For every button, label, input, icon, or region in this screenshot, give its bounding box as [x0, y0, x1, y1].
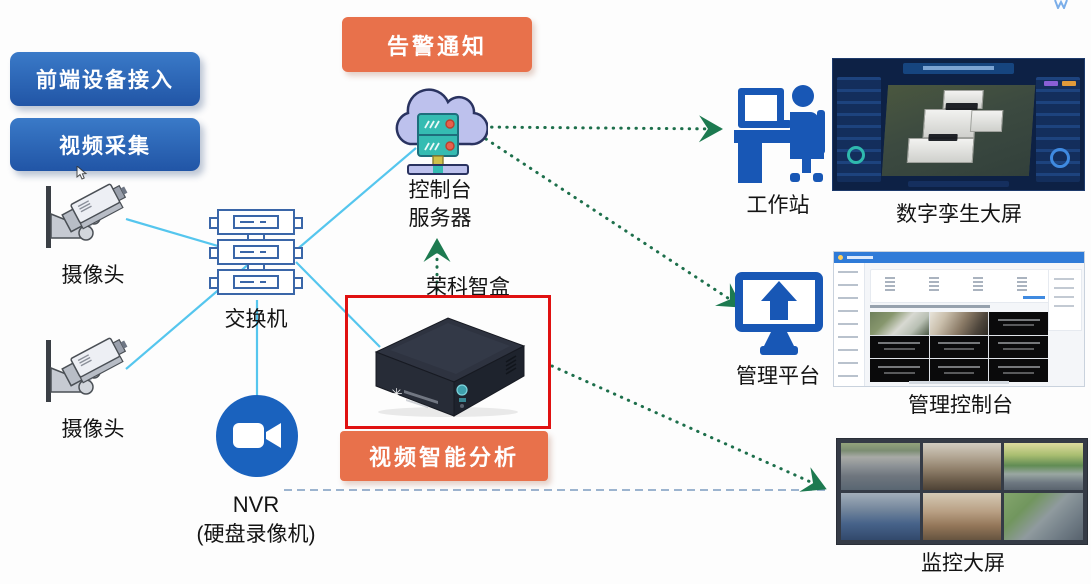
camera2-label: 摄像头 — [61, 418, 125, 441]
wall-tile — [841, 493, 920, 540]
digital-twin-left-panel — [837, 77, 881, 182]
video-tile — [989, 335, 1048, 359]
right-gauge-ring — [1050, 148, 1070, 168]
digital-twin-ground — [881, 85, 1036, 176]
digital-twin-bottom-nav — [908, 181, 1009, 187]
wall-tile — [1004, 443, 1083, 490]
smart-box-highlight-frame — [345, 295, 551, 429]
wall-tile — [922, 493, 1002, 540]
camera1-label: 摄像头 — [61, 264, 125, 287]
mgmt-platform-label: 管理平台 — [736, 365, 820, 388]
console-right-panel — [1048, 269, 1082, 331]
alarm-badge: 告警通知 — [342, 17, 532, 72]
smart-box-label: 荣科智盒 — [426, 276, 510, 299]
panel-accent-orange — [1062, 81, 1076, 86]
console-footer — [909, 381, 1009, 384]
console-server-label: 控制台 服务器 — [408, 179, 472, 231]
console-server-icon — [395, 88, 488, 175]
video-tile — [929, 312, 989, 335]
monitor-wall-screen — [836, 438, 1088, 545]
green-dotted-arrows — [423, 115, 827, 492]
monitor-wall-label: 监控大屏 — [921, 552, 1005, 575]
wall-tile — [922, 443, 1002, 490]
video-tile — [870, 312, 929, 335]
console-topbar — [834, 252, 1084, 263]
digital-twin-label: 数字孪生大屏 — [896, 203, 1022, 226]
digital-twin-titlebar — [903, 63, 1014, 74]
console-more-link — [1023, 296, 1045, 299]
banner-video-capture: 视频采集 — [10, 118, 200, 171]
console-video-grid — [870, 312, 1048, 382]
smart-box-device: ✳ — [374, 317, 526, 417]
analysis-badge: 视频智能分析 — [340, 431, 548, 481]
video-tile — [989, 359, 1048, 382]
video-tile — [929, 335, 989, 359]
mgmt-console-screen — [833, 251, 1085, 387]
video-tile — [870, 335, 929, 359]
console-sidebar — [834, 263, 865, 386]
nvr-sublabel: (硬盘录像机) — [196, 523, 316, 546]
nvr-label: NVR — [232, 492, 280, 517]
workstation-label: 工作站 — [746, 194, 810, 217]
switch-label: 交换机 — [224, 308, 288, 331]
nvr-icon — [216, 395, 298, 477]
panel-accent-purple — [1044, 81, 1058, 86]
digital-twin-screen — [832, 58, 1085, 191]
mgmt-console-label: 管理控制台 — [908, 394, 1013, 417]
video-tile — [929, 359, 989, 382]
screen-corner-artifact — [1054, 0, 1068, 9]
camera-icon-1 — [46, 183, 128, 248]
video-tile — [989, 312, 1048, 335]
svg-text:✳: ✳ — [390, 386, 403, 403]
mgmt-platform-icon — [735, 272, 823, 355]
console-summary-card — [870, 269, 1050, 303]
switch-icon — [209, 209, 303, 295]
left-gauge-ring — [847, 146, 865, 164]
console-toolbar-row — [870, 305, 990, 308]
camera-icon-2 — [46, 337, 128, 402]
banner-device-access: 前端设备接入 — [10, 52, 200, 106]
wall-tile — [1004, 493, 1083, 540]
video-tile — [870, 359, 929, 382]
workstation-icon — [734, 85, 825, 183]
wall-tile — [841, 443, 920, 490]
cursor-icon — [76, 166, 88, 180]
